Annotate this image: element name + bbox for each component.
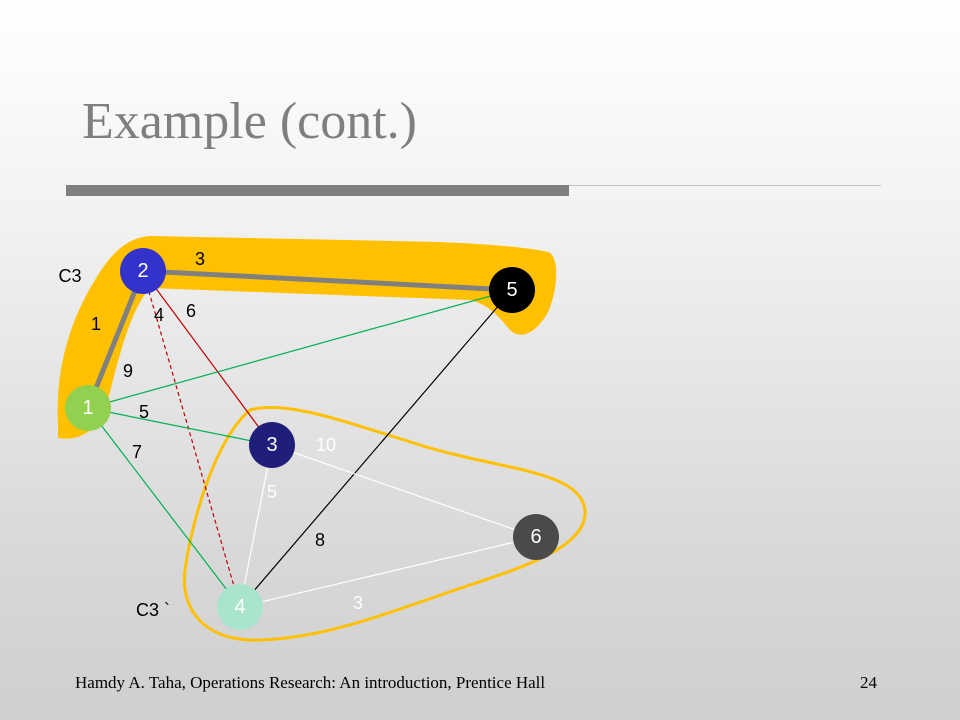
edge-weight-2-4: 4 bbox=[154, 305, 164, 325]
c3-label: C3 bbox=[58, 266, 81, 286]
node-label-1: 1 bbox=[82, 397, 93, 419]
node-3: 3 bbox=[249, 422, 295, 468]
edge-weight-3-6: 10 bbox=[316, 435, 336, 455]
edge-weight-3-4: 5 bbox=[267, 482, 277, 502]
node-6: 6 bbox=[513, 514, 559, 560]
edge-weight-2-3: 6 bbox=[186, 301, 196, 321]
node-label-3: 3 bbox=[266, 434, 277, 456]
edge-1-4 bbox=[87, 407, 241, 608]
title-rule-thin bbox=[569, 185, 881, 186]
edge-3-6 bbox=[271, 444, 537, 538]
node-circle-2 bbox=[120, 248, 166, 294]
edge-2-4 bbox=[142, 270, 241, 608]
edge-3-4 bbox=[239, 444, 273, 608]
edge-weight-1-4: 7 bbox=[132, 442, 142, 462]
node-circle-5 bbox=[489, 267, 535, 313]
edge-1-3 bbox=[87, 407, 273, 446]
title-rule-thick bbox=[66, 185, 569, 196]
node-4: 4 bbox=[217, 584, 263, 630]
edge-5-4 bbox=[239, 289, 513, 608]
edge-2-5 bbox=[142, 268, 513, 293]
edge-4-6 bbox=[239, 536, 537, 608]
node-circle-3 bbox=[249, 422, 295, 468]
footer-citation: Hamdy A. Taha, Operations Research: An i… bbox=[75, 673, 546, 692]
node-label-2: 2 bbox=[137, 260, 148, 282]
node-circle-4 bbox=[217, 584, 263, 630]
node-circle-1 bbox=[65, 385, 111, 431]
c3-prime-label: C3 ` bbox=[136, 600, 170, 620]
node-circle-6 bbox=[513, 514, 559, 560]
node-2: 2 bbox=[120, 248, 166, 294]
node-label-6: 6 bbox=[530, 526, 541, 548]
edge-weight-1-2: 1 bbox=[91, 314, 101, 334]
node-5: 5 bbox=[489, 267, 535, 313]
edge-weight-5-4: 8 bbox=[315, 530, 325, 550]
edge-weight-1-3: 5 bbox=[139, 402, 149, 422]
c3-prime-region bbox=[182, 405, 587, 642]
slide-title: Example (cont.) bbox=[82, 93, 417, 150]
node-label-4: 4 bbox=[234, 596, 245, 618]
page-number: 24 bbox=[860, 673, 877, 692]
node-1: 1 bbox=[65, 385, 111, 431]
edge-weight-1-5: 9 bbox=[123, 361, 133, 381]
edge-1-2 bbox=[85, 270, 146, 409]
edge-weight-2-5: 3 bbox=[195, 249, 205, 269]
edge-1-5 bbox=[87, 289, 513, 409]
node-label-5: 5 bbox=[506, 279, 517, 301]
edge-weight-4-6: 3 bbox=[353, 593, 363, 613]
edge-2-3 bbox=[142, 270, 273, 446]
